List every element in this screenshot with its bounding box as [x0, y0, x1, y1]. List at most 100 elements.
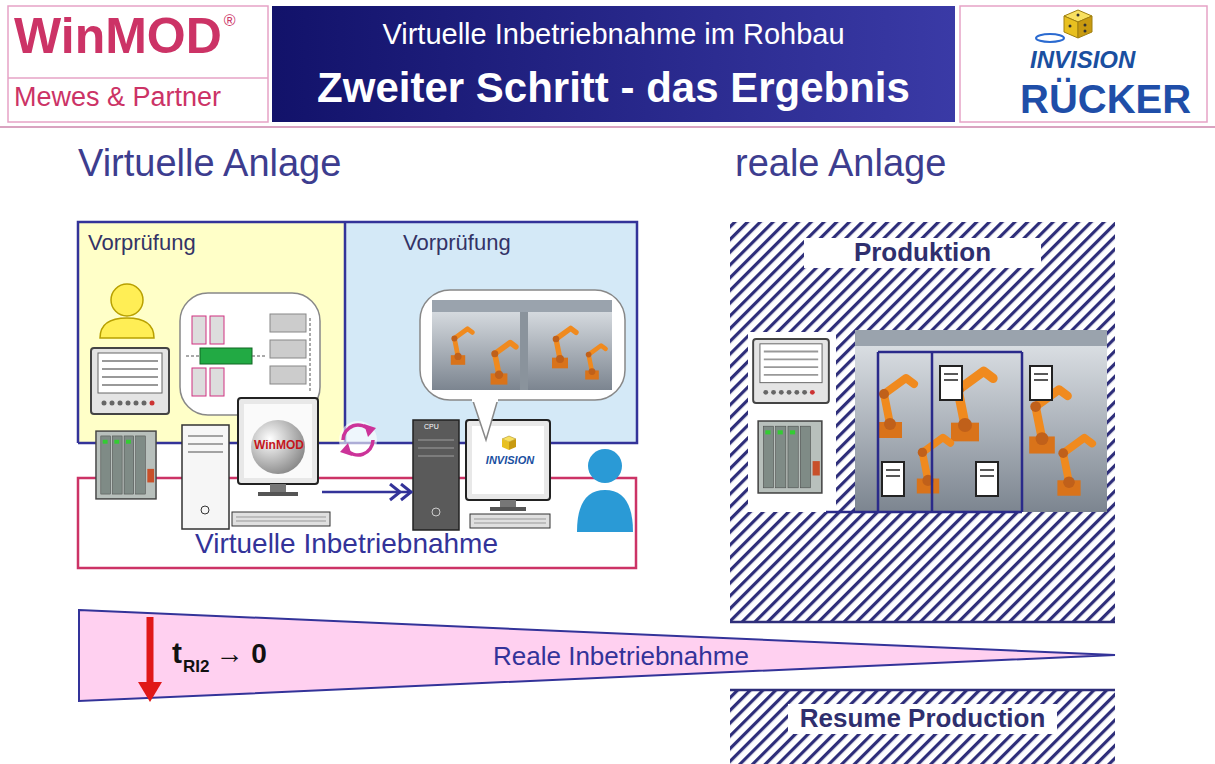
pc-monitor: [270, 484, 286, 492]
pc-tower: [201, 506, 209, 514]
node-text: Vorprüfung: [403, 230, 511, 255]
pc-tower: [182, 425, 229, 529]
production-cell: [886, 374, 1048, 476]
pc-monitor: [238, 398, 318, 484]
wedge-shape: [79, 610, 1115, 701]
pc-monitor: [258, 492, 298, 496]
factory-photo: [432, 300, 612, 390]
logo-cube: [1064, 16, 1078, 38]
schematic-picture: [310, 318, 311, 392]
schematic-picture: [270, 314, 306, 332]
schematic-picture: [200, 348, 252, 364]
production-cell: [976, 462, 998, 496]
pc-monitor: [500, 500, 516, 508]
factory-photo: [451, 329, 473, 365]
precheck-panel: Vorprüfung: [345, 222, 637, 443]
keyboard: [232, 512, 330, 526]
keyboard: [236, 517, 326, 521]
node-text: Resume Production: [788, 704, 1058, 734]
cycle-arrow: [339, 421, 377, 459]
hatched-area: [730, 222, 1115, 622]
logo-cube: [1084, 30, 1087, 33]
operator-icon: [100, 318, 154, 338]
pc-tower: [432, 508, 440, 516]
keyboard: [232, 512, 330, 526]
production-cell: [940, 366, 962, 400]
schematic-picture: [192, 368, 206, 396]
speech-bubble: [180, 293, 320, 415]
pc-monitor: [238, 398, 318, 496]
resume-band: Resume Production: [730, 690, 1115, 764]
schematic-picture: [192, 316, 206, 344]
logo-wordmark: INVISION: [1030, 46, 1135, 74]
production-cell: [748, 332, 836, 512]
logo-wordmark: RÜCKER: [1020, 76, 1191, 122]
factory-photo: [432, 300, 612, 390]
plc-rack: [96, 431, 156, 499]
commissioning-frame: [78, 478, 636, 568]
precheck-panel: Vorprüfung: [78, 222, 346, 443]
production-cell: [855, 330, 1107, 346]
pc-monitor: [490, 507, 526, 511]
header-frame: [0, 126, 1215, 128]
production-area: Produktion: [730, 222, 1115, 622]
schematic-picture: [210, 316, 224, 344]
engineer-icon: [577, 449, 633, 532]
pc-monitor: [251, 420, 305, 474]
node-text: Vorprüfung: [88, 230, 196, 255]
formula-symbol: t: [172, 636, 182, 671]
commissioning-box: Virtuelle Inbetriebnahme: [78, 478, 636, 568]
hatched-area: [730, 621, 1115, 624]
pc-monitor: [244, 404, 312, 478]
factory-photo: [585, 346, 605, 380]
logo-cube: [1084, 24, 1087, 27]
node-text: WinMOD: [254, 439, 304, 453]
operator-icon: [100, 284, 154, 338]
schematic-picture: [270, 366, 306, 384]
factory-photo: [520, 312, 528, 390]
slide-subtitle: Virtuelle Inbetriebnahme im Rohbau: [272, 18, 955, 51]
pc-monitor: [472, 426, 544, 494]
pc-monitor: [509, 439, 516, 450]
hatched-area: [730, 690, 1115, 764]
node-text: INVISION: [486, 454, 534, 467]
keyboard: [474, 519, 546, 523]
production-cell: [855, 330, 1107, 512]
logo-swoosh: [1036, 34, 1064, 42]
pc-tower: [413, 420, 459, 530]
pc-tower: [418, 440, 454, 456]
engineer-icon: [577, 490, 633, 532]
precheck-panel-ground: [78, 222, 637, 443]
header-frame: [960, 6, 1207, 122]
registered-mark: ®: [224, 12, 236, 30]
section-heading: Virtuelle Anlage: [78, 142, 341, 186]
logo-wordmark: WinMOD: [14, 8, 222, 66]
factory-photo: [491, 343, 516, 385]
slide-title: Zweiter Schritt - das Ergebnis: [272, 64, 955, 112]
speech-bubble: [420, 290, 625, 440]
production-cell: [758, 421, 822, 493]
precheck-panel-ground: [78, 222, 637, 443]
time-arrow: [147, 617, 154, 684]
simulation-computer: INVISION: [412, 416, 552, 534]
hatched-area: [730, 222, 1115, 764]
production-cell: [878, 378, 914, 438]
production-cell: [753, 339, 829, 403]
header-frame: [8, 77, 268, 79]
hmi-panel: [91, 348, 169, 414]
pc-tower: [413, 420, 459, 530]
header-frame: [0, 6, 1215, 127]
formula-subscript: RI2: [183, 657, 209, 677]
node-text: Virtuelle Inbetriebnahme: [195, 528, 498, 560]
production-cell: [882, 462, 904, 496]
company-name: Mewes & Partner: [14, 82, 221, 113]
logo-cube: [1077, 14, 1080, 17]
cycle-arrow: [339, 421, 377, 459]
precheck-panel-ground: [345, 222, 637, 443]
device-label: CPU: [424, 423, 439, 431]
logo-cube: [1064, 10, 1092, 38]
pc-monitor: [466, 420, 550, 511]
production-cell: [1057, 438, 1092, 496]
schematic-picture: [186, 314, 310, 396]
